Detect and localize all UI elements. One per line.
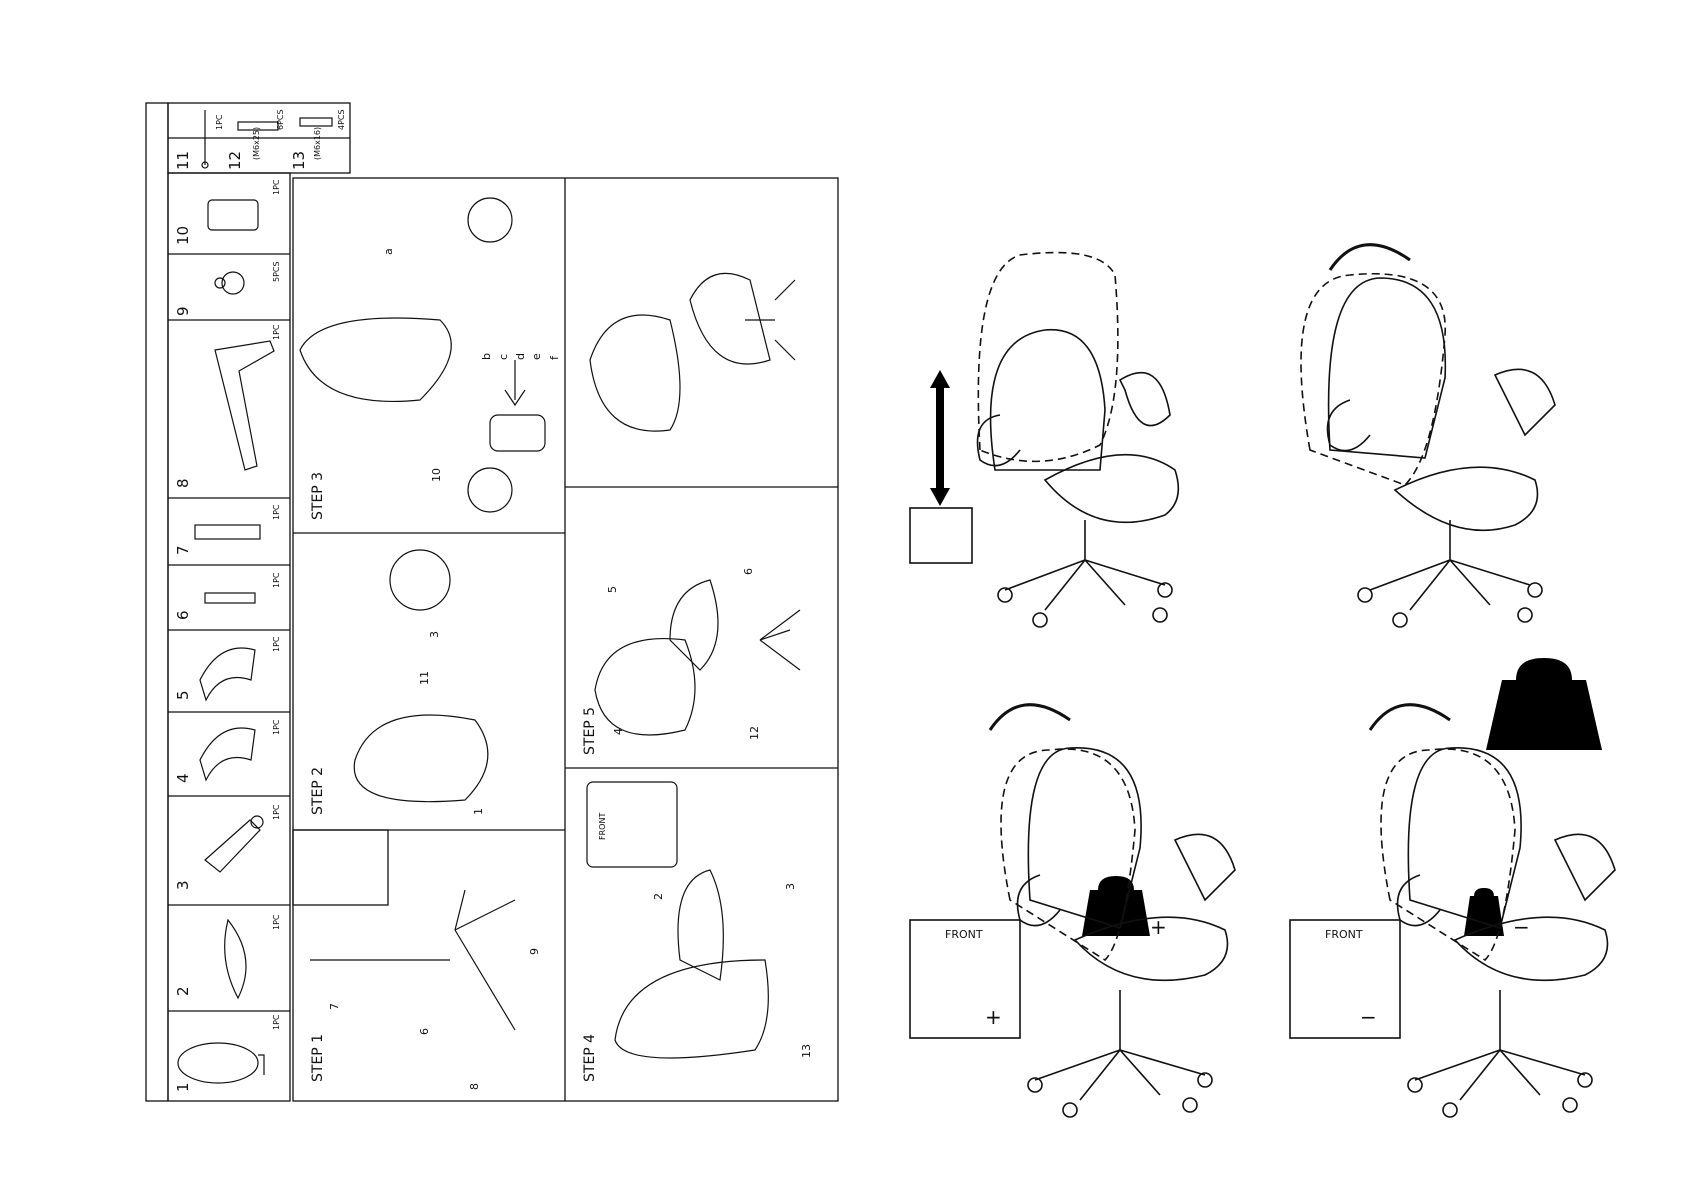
callout: 9 (528, 948, 541, 955)
callout: 6 (742, 568, 755, 575)
part-qty: 1PC (272, 804, 281, 821)
part-number: 6 (174, 610, 192, 620)
step-illustrations (299, 197, 801, 1059)
minus-sign: − (1513, 915, 1530, 939)
fastener-number: 11 (174, 150, 192, 170)
step-4-label: STEP 4 (582, 1033, 598, 1082)
step-5-label: STEP 5 (582, 706, 598, 755)
arrow-up-down-icon (930, 370, 950, 506)
step-1-label: STEP 1 (310, 1033, 326, 1082)
callout: 12 (748, 726, 761, 740)
callout: d (514, 353, 527, 360)
part-qty: 5PCS (272, 261, 281, 282)
step-2-label: STEP 2 (310, 766, 326, 815)
part-number: 5 (174, 690, 192, 700)
fastener-size: (M6x16) (313, 126, 322, 160)
part-number: 7 (174, 545, 192, 555)
callout: a (382, 248, 395, 255)
weight-icon (1464, 888, 1504, 936)
callout: 11 (418, 671, 431, 685)
parts-illustrations (177, 110, 333, 1084)
part-qty: 1PC (272, 324, 281, 341)
fastener-qty: 6PCS (276, 109, 285, 130)
front-label: FRONT (945, 928, 983, 941)
part-qty: 1PC (272, 914, 281, 931)
part-qty: 1PC (272, 719, 281, 736)
callout: e (530, 353, 543, 360)
weight-icon (1486, 658, 1602, 750)
part-number: 8 (174, 478, 192, 488)
front-label: FRONT (1325, 928, 1363, 941)
plus-sign: + (985, 1005, 1002, 1029)
callout: 4 (612, 728, 625, 735)
callout: 3 (784, 883, 797, 890)
fastener-qty: 4PCS (337, 109, 346, 130)
fastener-number: 12 (226, 150, 244, 170)
callout: 1 (472, 808, 485, 815)
step-3-label: STEP 3 (310, 471, 326, 520)
callout: 5 (606, 586, 619, 593)
callout: b (480, 353, 493, 360)
fastener-number: 13 (290, 150, 308, 170)
part-qty: 1PC (272, 1014, 281, 1031)
part-number: 10 (174, 225, 192, 245)
callout: 2 (652, 893, 665, 900)
part-qty: 1PC (272, 504, 281, 521)
chair-illustrations (909, 243, 1616, 1118)
callout: c (497, 353, 510, 360)
callout: 3 (428, 631, 441, 638)
callout: 6 (418, 1028, 431, 1035)
callout: 10 (430, 468, 443, 482)
minus-sign: − (1360, 1005, 1377, 1029)
front-label: FRONT (598, 812, 607, 840)
part-number: 1 (174, 1082, 192, 1092)
callout: 13 (800, 1044, 813, 1058)
part-qty: 1PC (272, 636, 281, 653)
plus-sign: + (1150, 915, 1167, 939)
fastener-qty: 1PC (215, 114, 224, 131)
fastener-size: (M6x25) (252, 126, 261, 160)
callout: f (548, 356, 561, 360)
part-number: 4 (174, 773, 192, 783)
callout: 8 (468, 1083, 481, 1090)
part-number: 2 (174, 986, 192, 996)
part-number: 9 (174, 306, 192, 316)
part-qty: 1PC (272, 179, 281, 196)
callout: 7 (328, 1003, 341, 1010)
part-number: 3 (174, 880, 192, 890)
part-qty: 1PC (272, 572, 281, 589)
